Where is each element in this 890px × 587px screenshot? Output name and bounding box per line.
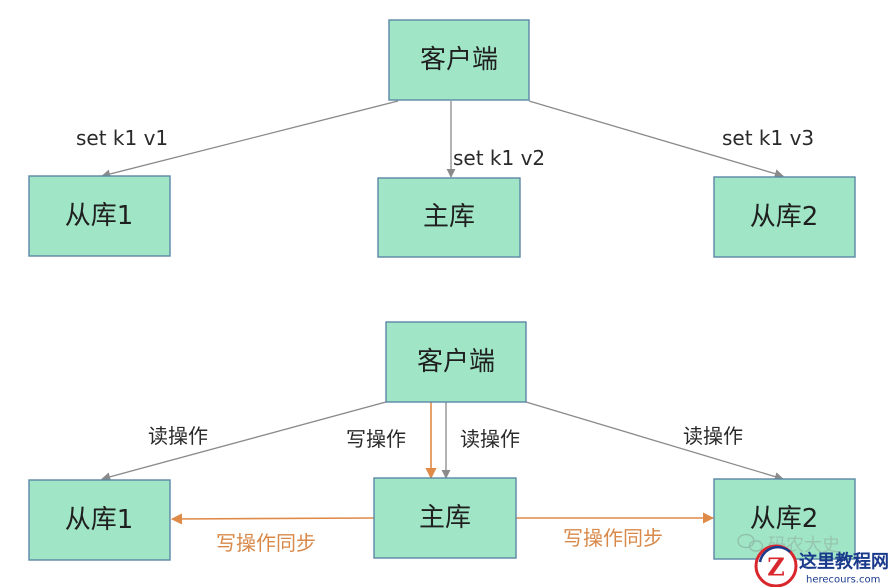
watermark: 码农大史 Z 这里教程网 herecours.com (737, 533, 889, 587)
bottom-diagram: 客户端 从库1 主库 从库2 读操作 写操作 读操作 读操作 写操作同步 写操作… (28, 321, 856, 561)
bottom-replica1-label: 从库1 (65, 505, 134, 535)
bottom-label-sync-left: 写操作同步 (216, 531, 316, 555)
bottom-client-label: 客户端 (417, 347, 495, 377)
site-watermark-url: herecours.com (806, 575, 880, 586)
top-diagram: 客户端 从库1 主库 从库2 set k1 v1 set k1 v2 set k… (28, 19, 856, 258)
site-watermark-title: 这里教程网 (799, 551, 889, 573)
bottom-replica2-label: 从库2 (750, 504, 819, 534)
bottom-label-sync-right: 写操作同步 (563, 526, 663, 550)
top-edge-client-to-replica1 (101, 100, 399, 179)
bottom-master-node: 主库 (373, 477, 517, 559)
top-replica1-label: 从库1 (65, 201, 134, 231)
bottom-edge-client-to-replica1 (101, 401, 387, 482)
top-label-set-v3: set k1 v3 (722, 126, 814, 150)
wechat-icon (737, 533, 764, 552)
bottom-replica1-node: 从库1 (28, 479, 171, 561)
top-client-label: 客户端 (420, 45, 498, 75)
top-master-node: 主库 (377, 177, 521, 258)
top-client-node: 客户端 (388, 19, 530, 101)
bottom-edge-sync-to-replica1 (170, 513, 375, 525)
bottom-replica2-node: 从库2 (713, 478, 856, 560)
bottom-label-read-left: 读操作 (148, 424, 208, 448)
top-replica2-label: 从库2 (750, 202, 819, 232)
top-edge-client-to-replica2 (528, 100, 784, 179)
site-logo-icon: Z (754, 544, 798, 587)
top-master-label: 主库 (423, 202, 475, 232)
top-label-set-v1: set k1 v1 (76, 126, 168, 150)
bottom-label-write-mid: 写操作 (346, 427, 406, 451)
top-label-set-v2: set k1 v2 (453, 146, 545, 170)
bottom-label-read-mid: 读操作 (460, 427, 520, 451)
top-replica2-node: 从库2 (713, 176, 856, 258)
bottom-client-node: 客户端 (385, 321, 527, 403)
top-replica1-node: 从库1 (28, 175, 171, 257)
site-logo-letter: Z (767, 553, 785, 582)
bottom-master-label: 主库 (419, 503, 471, 533)
bottom-edge-client-to-replica2 (525, 401, 784, 482)
bottom-label-read-right: 读操作 (683, 424, 743, 448)
